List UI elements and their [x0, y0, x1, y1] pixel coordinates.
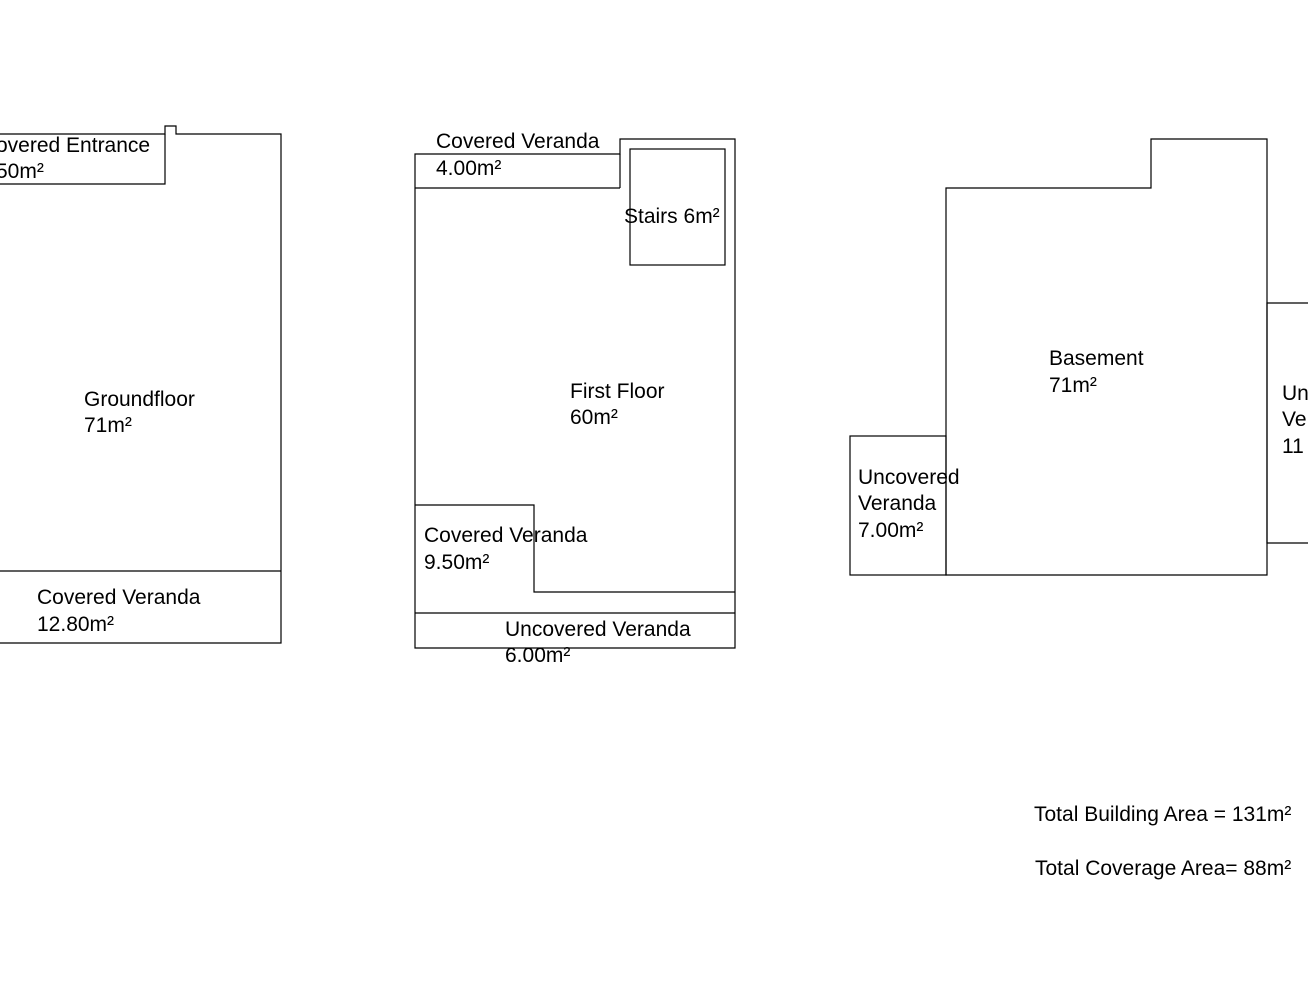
groundfloor-plan: overed Entrance 50m² Groundfloor 71m² Co…	[0, 125, 282, 644]
first-floor-uncovered-veranda-name: Uncovered Veranda	[505, 618, 691, 641]
covered-entrance-name: overed Entrance	[0, 134, 150, 157]
first-floor-covered-veranda-area: 9.50m²	[424, 551, 489, 574]
total-building-area: Total Building Area = 131m²	[1034, 803, 1291, 826]
first-floor-top-veranda-area: 4.00m²	[436, 157, 501, 180]
groundfloor-area: 71m²	[84, 414, 132, 437]
first-floor-covered-veranda-outline	[415, 504, 735, 593]
groundfloor-covered-veranda-area: 12.80m²	[37, 613, 114, 636]
basement-right-veranda-line1: Un	[1282, 382, 1308, 405]
basement-right-veranda-area: 11	[1282, 435, 1304, 458]
total-coverage-area: Total Coverage Area= 88m²	[1035, 857, 1291, 880]
first-floor-top-veranda-name: Covered Veranda	[436, 130, 600, 153]
basement-left-veranda-area: 7.00m²	[858, 519, 923, 542]
covered-entrance-outline	[0, 134, 166, 185]
basement-uncovered-veranda-right-outline	[1266, 302, 1308, 544]
groundfloor-name: Groundfloor	[84, 388, 195, 411]
stairs-label: Stairs 6m²	[624, 205, 720, 228]
groundfloor-outline	[0, 125, 282, 644]
basement-uncovered-veranda-left-outline	[849, 435, 947, 576]
first-floor-uncovered-veranda-area: 6.00m²	[505, 644, 570, 667]
basement-left-veranda-line2: Veranda	[858, 492, 937, 515]
covered-entrance-area: 50m²	[0, 160, 44, 183]
first-floor-covered-veranda-name: Covered Veranda	[424, 524, 588, 547]
first-floor-area: 60m²	[570, 406, 618, 429]
basement-area: 71m²	[1049, 374, 1097, 397]
area-totals: Total Building Area = 131m² Total Covera…	[1034, 803, 1291, 880]
basement-plan: Basement 71m² Uncovered Veranda 7.00m² U…	[849, 138, 1308, 576]
first-floor-name: First Floor	[570, 380, 665, 403]
stairs-outline	[629, 148, 726, 266]
basement-left-veranda-line1: Uncovered	[858, 466, 960, 489]
basement-name: Basement	[1049, 347, 1144, 370]
groundfloor-covered-veranda-name: Covered Veranda	[37, 586, 201, 609]
first-floor-plan: Covered Veranda 4.00m² Stairs 6m² First …	[414, 130, 736, 667]
basement-right-veranda-line2: Ve	[1282, 408, 1307, 431]
